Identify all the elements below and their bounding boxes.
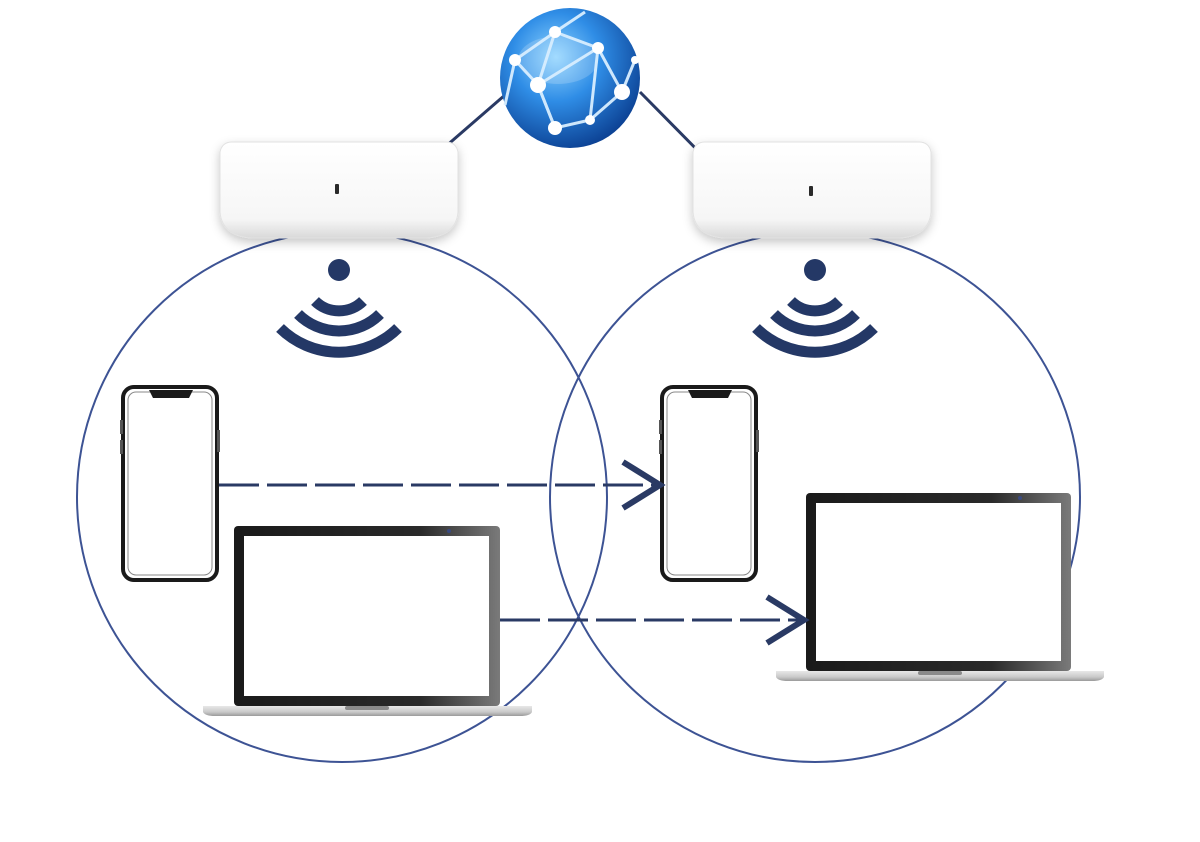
roaming-arrow-laptop <box>500 594 810 646</box>
globe-icon <box>500 8 640 148</box>
laptop-right <box>776 493 1104 681</box>
smartphone-right <box>659 385 759 582</box>
wifi-signal-icon-left <box>276 259 402 358</box>
smartphone-left <box>120 385 220 582</box>
access-point-left <box>219 141 459 239</box>
wifi-signal-icon-right <box>752 259 878 358</box>
roaming-arrow-phone <box>219 459 666 511</box>
laptop-left <box>203 526 532 716</box>
access-point-right <box>692 141 932 239</box>
